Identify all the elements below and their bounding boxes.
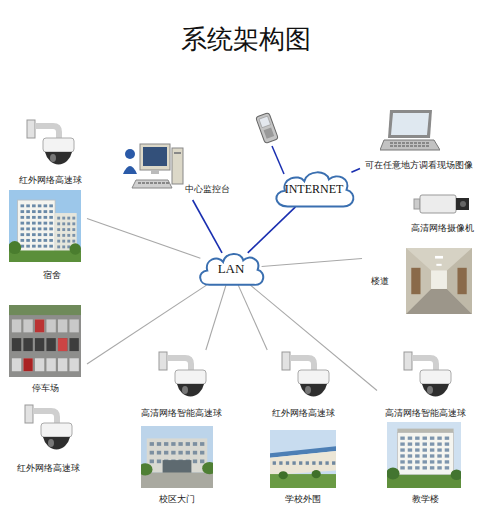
laptop-group: 可在任意地方调看现场图像: [360, 108, 478, 176]
camera-group: 红外网络高速球宿舍: [5, 118, 87, 290]
box-camera: [412, 190, 472, 220]
computer-icon: [122, 142, 184, 196]
building-photo-art: [387, 422, 461, 488]
device-label: 停车场: [32, 383, 59, 394]
corridor-photo-art: [406, 248, 472, 314]
dome-camera-art: [402, 350, 452, 405]
dome-camera: [23, 403, 73, 458]
device-label: 楼道: [371, 276, 389, 287]
camera-group: 停车场红外网络高速球: [5, 305, 87, 477]
parking-photo-art: [9, 305, 81, 377]
dome-camera: [402, 350, 452, 405]
dorm-photo-art: [9, 190, 81, 262]
dome-camera: [280, 350, 330, 405]
device-label: 学校外围: [285, 494, 321, 505]
network-link: [250, 285, 377, 390]
dome-camera-art: [25, 118, 75, 173]
dome-camera-art: [280, 350, 330, 405]
gate-photo: [141, 426, 213, 488]
internet-cloud: INTERNET: [270, 168, 358, 210]
perimeter-photo-art: [270, 430, 336, 488]
parking-photo: [9, 305, 81, 377]
diagram-title: 系统架构图: [0, 22, 492, 56]
device-label: 高清网络智能高速球: [385, 408, 466, 419]
camera-group: 高清网络摄像机楼道: [362, 190, 477, 318]
dome-camera-art: [23, 403, 73, 458]
device-label: 高清网络智能高速球: [141, 408, 222, 419]
console-group: 中心监控台: [120, 140, 232, 200]
network-link: [248, 207, 296, 253]
device-label: 校区大门: [159, 494, 195, 505]
device-label: 高清网络摄像机: [411, 223, 474, 234]
device-label: 中心监控台: [185, 184, 230, 195]
computer-icon-art: [122, 142, 184, 196]
cloud-label: LAN: [195, 250, 267, 288]
dome-camera-art: [157, 350, 207, 405]
laptop-icon-art: [380, 108, 440, 154]
building-photo: [387, 422, 461, 488]
phone-icon: [256, 112, 279, 143]
device-label: 可在任意地方调看现场图像: [365, 160, 473, 171]
device-label: 教学楼: [412, 494, 439, 505]
cloud-label: INTERNET: [270, 168, 358, 210]
camera-group: 红外网络高速球学校外围: [262, 350, 344, 510]
gate-photo-art: [141, 426, 213, 488]
network-link: [87, 285, 207, 364]
lan-cloud: LAN: [195, 250, 267, 288]
dome-camera: [25, 118, 75, 173]
camera-group: 高清网络智能高速球校区大门: [135, 350, 227, 510]
device-label: 红外网络高速球: [17, 463, 80, 474]
device-label: 宿舍: [43, 270, 61, 281]
camera-group: 高清网络智能高速球教学楼: [377, 350, 472, 510]
corridor-photo: [406, 248, 472, 314]
network-link: [351, 168, 360, 172]
network-link: [193, 200, 222, 253]
perimeter-photo: [270, 430, 336, 488]
phone-link: [272, 146, 284, 174]
device-label: 红外网络高速球: [19, 175, 82, 186]
dome-camera: [157, 350, 207, 405]
network-link: [206, 285, 226, 350]
network-link: [262, 259, 362, 267]
network-link: [87, 218, 200, 258]
laptop-icon: [380, 108, 440, 154]
dorm-photo: [9, 190, 81, 262]
device-label: 红外网络高速球: [272, 408, 335, 419]
box-camera-art: [412, 190, 472, 220]
